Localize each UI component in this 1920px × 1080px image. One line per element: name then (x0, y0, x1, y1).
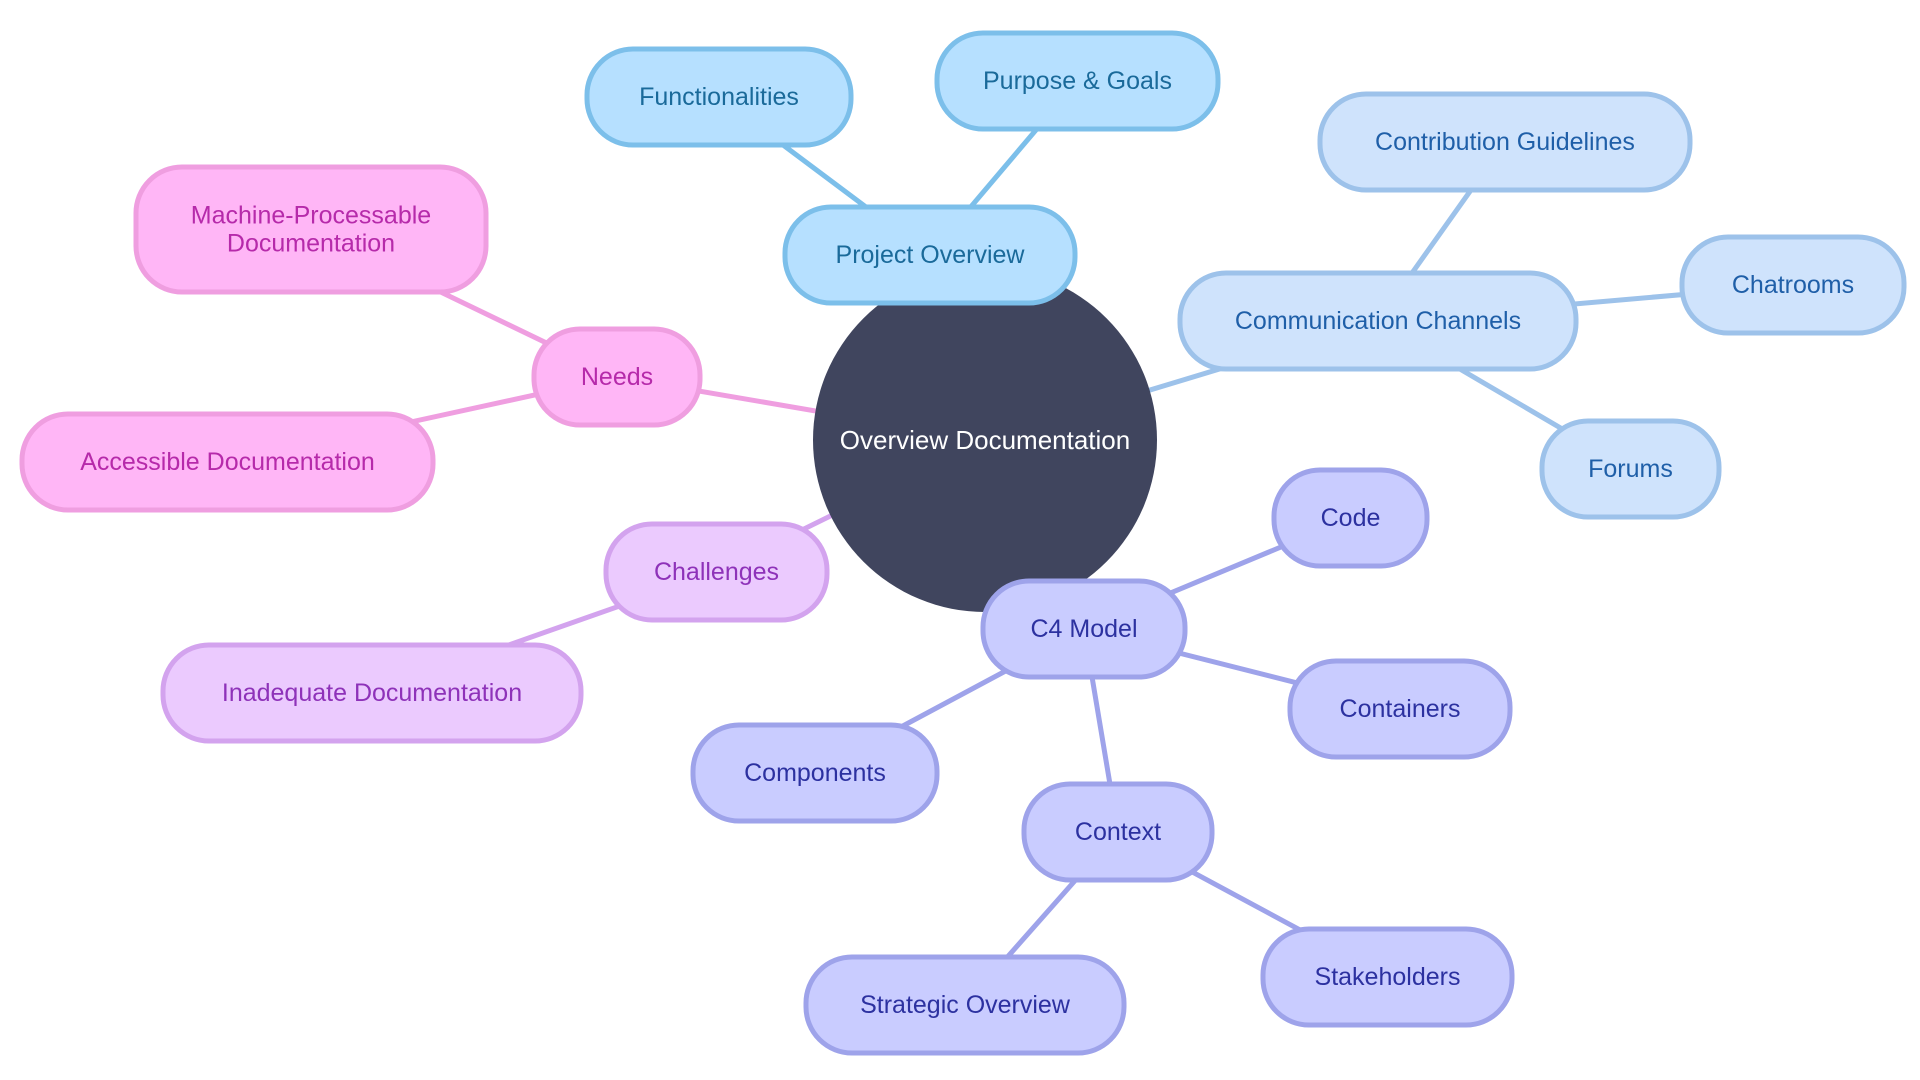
root-node[interactable]: Overview Documentation (813, 268, 1157, 612)
node-box-stakeholders (1260, 926, 1515, 1028)
node-label-stakeholders: Stakeholders (1315, 963, 1461, 991)
node-needs[interactable]: Needs (531, 326, 703, 428)
node-label-needs: Needs (581, 363, 653, 391)
node-box-contribution-guidelines (1317, 91, 1693, 193)
node-chatrooms[interactable]: Chatrooms (1679, 234, 1907, 336)
node-box-components (690, 722, 940, 824)
node-box-functionalities (584, 46, 854, 148)
node-communication-channels[interactable]: Communication Channels (1177, 270, 1579, 372)
node-forums[interactable]: Forums (1539, 418, 1722, 520)
node-purpose-goals[interactable]: Purpose & Goals (934, 30, 1221, 132)
node-context[interactable]: Context (1021, 781, 1215, 883)
node-challenges[interactable]: Challenges (603, 521, 830, 623)
node-strategic-overview[interactable]: Strategic Overview (803, 954, 1127, 1056)
node-label-purpose-goals: Purpose & Goals (983, 67, 1172, 95)
node-box-code (1271, 467, 1430, 569)
node-inadequate-documentation[interactable]: Inadequate Documentation (160, 642, 584, 744)
node-label-context: Context (1075, 818, 1161, 846)
node-box-purpose-goals (934, 30, 1221, 132)
node-box-challenges (603, 521, 830, 623)
node-label-contribution-guidelines: Contribution Guidelines (1375, 128, 1635, 156)
node-project-overview[interactable]: Project Overview (782, 204, 1078, 306)
node-label-chatrooms: Chatrooms (1732, 271, 1854, 299)
node-stakeholders[interactable]: Stakeholders (1260, 926, 1515, 1028)
node-label-machine-processable-documentation-line-2: Documentation (227, 230, 395, 258)
node-label-functionalities: Functionalities (639, 83, 799, 111)
node-label-strategic-overview: Strategic Overview (860, 991, 1071, 1019)
node-box-chatrooms (1679, 234, 1907, 336)
node-components[interactable]: Components (690, 722, 940, 824)
node-label-challenges: Challenges (654, 558, 779, 586)
node-label-containers: Containers (1340, 695, 1461, 723)
node-label-forums: Forums (1588, 455, 1673, 483)
node-box-strategic-overview (803, 954, 1127, 1056)
node-containers[interactable]: Containers (1287, 658, 1513, 760)
node-box-machine-processable-documentation (133, 164, 489, 295)
node-label-communication-channels: Communication Channels (1235, 307, 1521, 335)
node-accessible-documentation[interactable]: Accessible Documentation (19, 411, 436, 513)
node-box-accessible-documentation (19, 411, 436, 513)
node-box-communication-channels (1177, 270, 1579, 372)
node-label-c4-model: C4 Model (1031, 615, 1138, 643)
node-label-inadequate-documentation: Inadequate Documentation (222, 679, 522, 707)
node-label-accessible-documentation: Accessible Documentation (80, 448, 375, 476)
node-label-project-overview: Project Overview (836, 241, 1026, 269)
node-box-c4-model (980, 578, 1188, 680)
node-contribution-guidelines[interactable]: Contribution Guidelines (1317, 91, 1693, 193)
root-circle (813, 268, 1157, 612)
node-box-containers (1287, 658, 1513, 760)
node-box-inadequate-documentation (160, 642, 584, 744)
node-c4-model[interactable]: C4 Model (980, 578, 1188, 680)
node-box-forums (1539, 418, 1722, 520)
root-label: Overview Documentation (840, 425, 1130, 455)
node-code[interactable]: Code (1271, 467, 1430, 569)
mindmap-nodes: Project Overview Functionalities Purpose &… (19, 30, 1907, 1056)
node-label-code: Code (1321, 504, 1381, 532)
node-label-components: Components (744, 759, 886, 787)
node-box-project-overview (782, 204, 1078, 306)
node-box-context (1021, 781, 1215, 883)
node-functionalities[interactable]: Functionalities (584, 46, 854, 148)
node-label-machine-processable-documentation-line-1: Machine-Processable (191, 202, 431, 230)
node-box-needs (531, 326, 703, 428)
